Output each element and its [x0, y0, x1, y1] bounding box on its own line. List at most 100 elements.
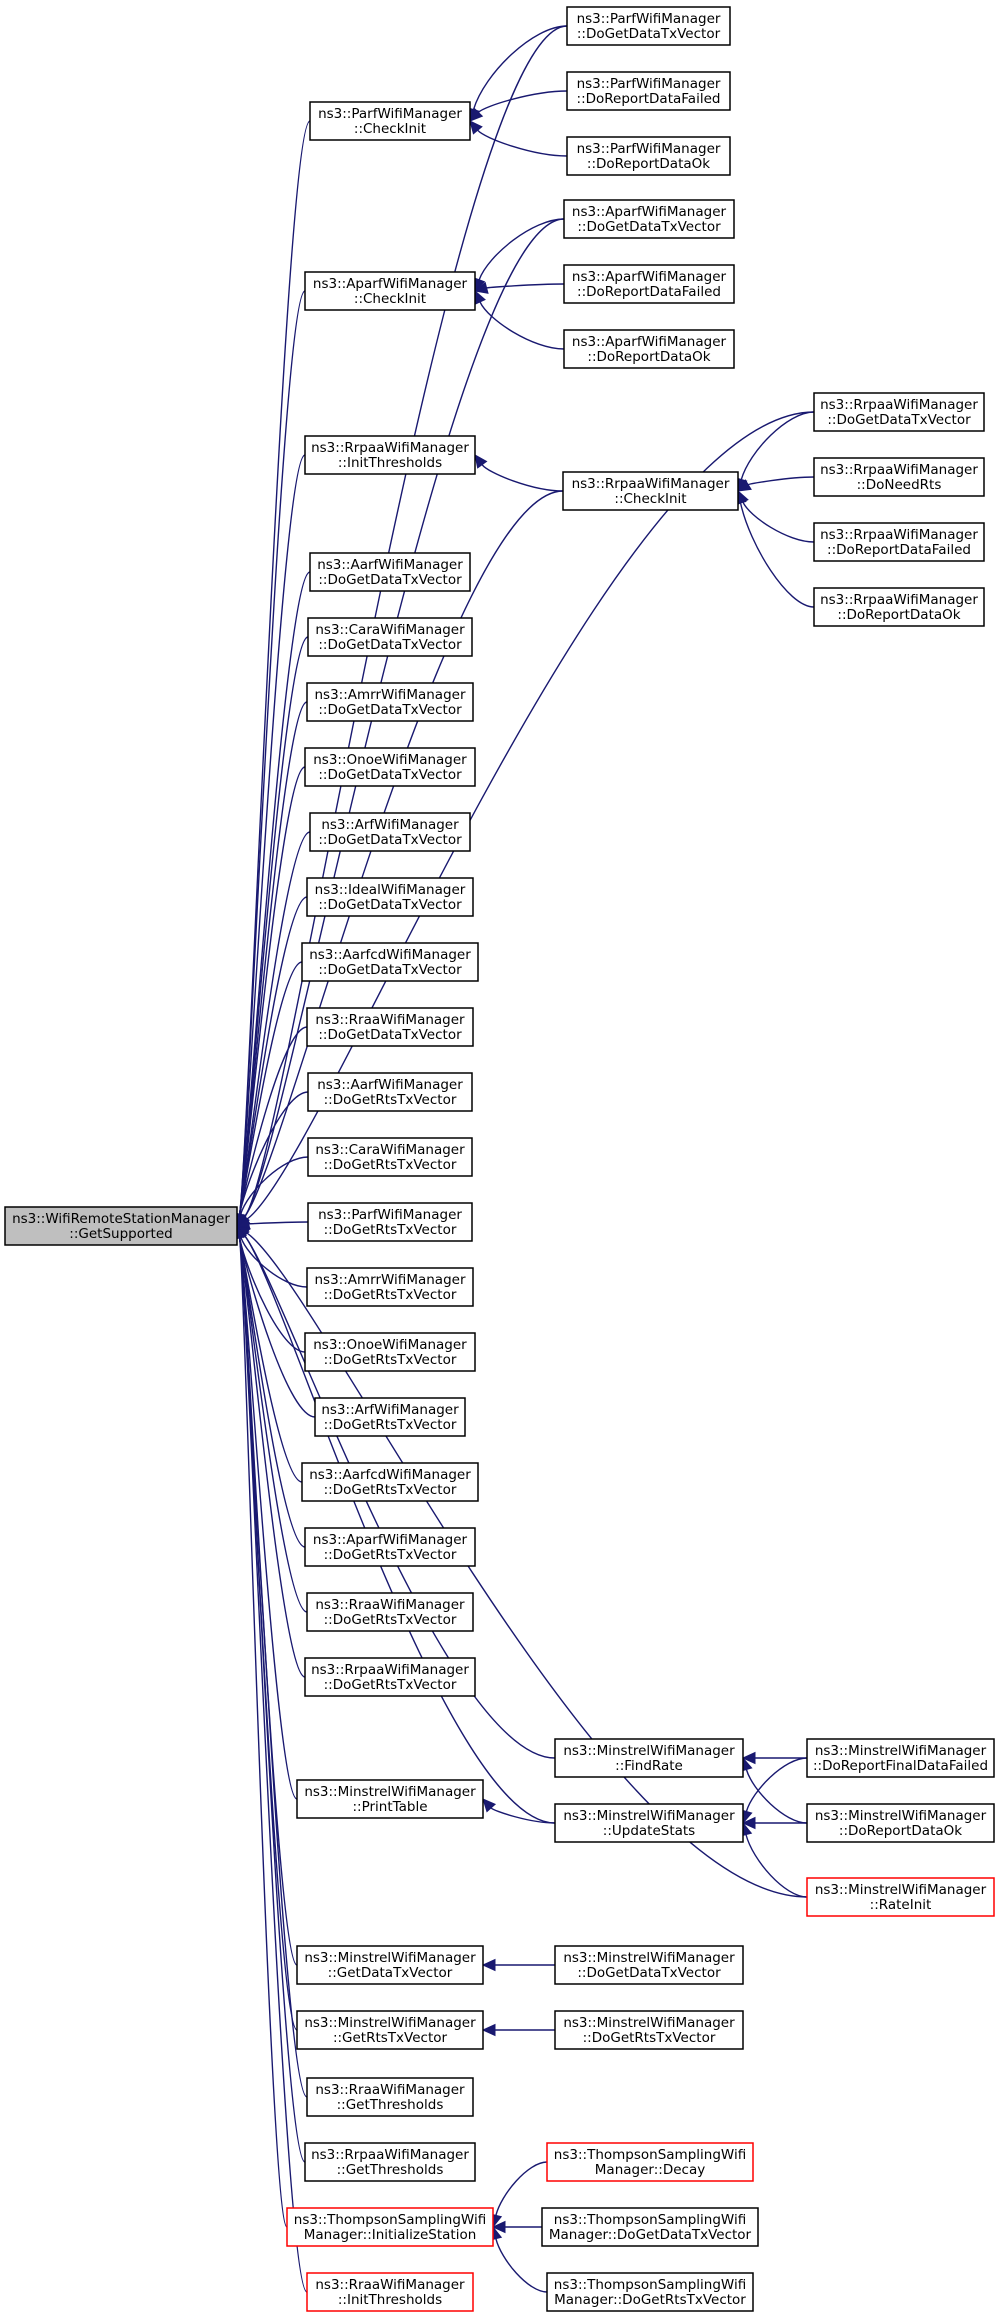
node-root[interactable]: ns3::WifiRemoteStationManager::GetSuppor…: [4, 1206, 238, 1246]
edge-cara-rts-to-root: [234, 1156, 309, 1228]
node-min-rateinit[interactable]: ns3::MinstrelWifiManager::RateInit: [806, 1877, 995, 1917]
node-cara-rts[interactable]: ns3::CaraWifiManager::DoGetRtsTxVector: [307, 1137, 473, 1177]
node-arf-rts[interactable]: ns3::ArfWifiManager::DoGetRtsTxVector: [314, 1397, 466, 1437]
edge-rrpaa-init-to-root: [233, 454, 306, 1228]
edge-parf-getdata-to-parf-check: [467, 25, 568, 123]
node-aarfcd-rts[interactable]: ns3::AarfcdWifiManager::DoGetRtsTxVector: [301, 1462, 479, 1502]
node-rrpaa-check[interactable]: ns3::RrpaaWifiManager::CheckInit: [562, 471, 739, 511]
node-min-finalfailed[interactable]: ns3::MinstrelWifiManager::DoReportFinalD…: [806, 1738, 995, 1778]
node-label-line-2: ::DoReportDataOk: [587, 156, 710, 172]
node-label-line-1: ns3::ThompsonSamplingWifi: [554, 2212, 746, 2228]
node-parf-rts[interactable]: ns3::ParfWifiManager::DoGetRtsTxVector: [307, 1202, 473, 1242]
node-rrpaa-ok[interactable]: ns3::RrpaaWifiManager::DoReportDataOk: [813, 587, 985, 627]
node-arf-data[interactable]: ns3::ArfWifiManager::DoGetDataTxVector: [309, 812, 471, 852]
edge-aparf-failed-to-aparf-check: [473, 281, 565, 294]
nodes-layer: ns3::WifiRemoteStationManager::GetSuppor…: [4, 6, 995, 2312]
node-onoe-rts[interactable]: ns3::OnoeWifiManager::DoGetRtsTxVector: [304, 1332, 476, 1372]
node-label-line-2: ::RateInit: [870, 1897, 932, 1913]
node-label-line-1: ns3::ParfWifiManager: [577, 141, 721, 157]
node-min-dogetdata[interactable]: ns3::MinstrelWifiManager::DoGetDataTxVec…: [554, 1945, 744, 1985]
edge-min-updatestats-to-min-printtable: [482, 1798, 556, 1824]
node-min-getdata[interactable]: ns3::MinstrelWifiManager::GetDataTxVecto…: [296, 1945, 484, 1985]
node-label-line-1: ns3::OnoeWifiManager: [313, 1337, 467, 1353]
node-aparf-failed[interactable]: ns3::AparfWifiManager::DoReportDataFaile…: [563, 264, 735, 304]
node-box: [566, 6, 731, 46]
node-rrpaa-rts[interactable]: ns3::RrpaaWifiManager::DoGetRtsTxVector: [304, 1657, 476, 1697]
node-label-line-1: ns3::RrpaaWifiManager: [311, 1662, 469, 1678]
node-aparf-getdata[interactable]: ns3::AparfWifiManager::DoGetDataTxVector: [563, 199, 735, 239]
arrowhead-icon: [474, 454, 488, 469]
node-rraa-init[interactable]: ns3::RraaWifiManager::InitThresholds: [306, 2272, 474, 2312]
node-aparf-check[interactable]: ns3::AparfWifiManager::CheckInit: [304, 271, 476, 311]
node-aparf-ok[interactable]: ns3::AparfWifiManager::DoReportDataOk: [563, 329, 735, 369]
node-box: [563, 329, 735, 369]
node-parf-getdata[interactable]: ns3::ParfWifiManager::DoGetDataTxVector: [566, 6, 731, 46]
node-ts-init[interactable]: ns3::ThompsonSamplingWifiManager::Initia…: [286, 2207, 494, 2247]
edge-min-reportok-to-min-updatestats: [741, 1816, 807, 1830]
node-label-line-1: ns3::MinstrelWifiManager: [563, 2015, 735, 2031]
edge-parf-check-to-root: [233, 120, 311, 1228]
node-amrr-rts[interactable]: ns3::AmrrWifiManager::DoGetRtsTxVector: [306, 1267, 474, 1307]
node-box: [813, 522, 985, 562]
node-box: [306, 1007, 474, 1047]
node-min-reportok[interactable]: ns3::MinstrelWifiManager::DoReportDataOk: [806, 1803, 995, 1843]
node-aarf-data[interactable]: ns3::AarfWifiManager::DoGetDataTxVector: [309, 552, 471, 592]
node-ts-rts[interactable]: ns3::ThompsonSamplingWifiManager::DoGetR…: [546, 2272, 754, 2312]
node-box: [806, 1877, 995, 1917]
node-min-updatestats[interactable]: ns3::MinstrelWifiManager::UpdateStats: [554, 1803, 744, 1843]
node-box: [554, 1738, 744, 1778]
node-ideal-data[interactable]: ns3::IdealWifiManager::DoGetDataTxVector: [306, 877, 474, 917]
node-onoe-data[interactable]: ns3::OnoeWifiManager::DoGetDataTxVector: [304, 747, 476, 787]
node-label-line-1: ns3::RraaWifiManager: [315, 1597, 465, 1613]
node-rraa-thresh[interactable]: ns3::RraaWifiManager::GetThresholds: [306, 2077, 474, 2117]
node-box: [806, 1803, 995, 1843]
node-box: [813, 392, 985, 432]
node-box: [309, 812, 471, 852]
node-rrpaa-needrts[interactable]: ns3::RrpaaWifiManager::DoNeedRts: [813, 457, 985, 497]
edge-min-finalfailed-to-min-updatestats: [740, 1757, 808, 1825]
node-label-line-2: ::DoGetRtsTxVector: [324, 1612, 457, 1628]
node-label-line-2: ::DoGetRtsTxVector: [324, 1482, 457, 1498]
node-aparf-rts[interactable]: ns3::AparfWifiManager::DoGetRtsTxVector: [304, 1527, 476, 1567]
node-label-line-1: ns3::MinstrelWifiManager: [563, 1743, 735, 1759]
node-rrpaa-getdata[interactable]: ns3::RrpaaWifiManager::DoGetDataTxVector: [813, 392, 985, 432]
node-label-line-2: Manager::InitializeStation: [304, 2227, 477, 2243]
edge-rrpaa-needrts-to-rrpaa-check: [736, 476, 815, 492]
node-min-getrts[interactable]: ns3::MinstrelWifiManager::GetRtsTxVector: [296, 2010, 484, 2050]
node-rraa-data[interactable]: ns3::RraaWifiManager::DoGetDataTxVector: [306, 1007, 474, 1047]
node-box: [286, 2207, 494, 2247]
node-amrr-data[interactable]: ns3::AmrrWifiManager::DoGetDataTxVector: [306, 682, 474, 722]
node-parf-failed[interactable]: ns3::ParfWifiManager::DoReportDataFailed: [566, 71, 731, 111]
node-rrpaa-thresh[interactable]: ns3::RrpaaWifiManager::GetThresholds: [304, 2142, 476, 2182]
node-box: [304, 271, 476, 311]
node-min-printtable[interactable]: ns3::MinstrelWifiManager::PrintTable: [296, 1779, 484, 1819]
node-label-line-2: ::DoGetRtsTxVector: [324, 1157, 457, 1173]
node-box: [554, 1945, 744, 1985]
node-rrpaa-failed[interactable]: ns3::RrpaaWifiManager::DoReportDataFaile…: [813, 522, 985, 562]
node-ts-data[interactable]: ns3::ThompsonSamplingWifiManager::DoGetD…: [541, 2207, 759, 2247]
node-label-line-2: ::DoGetRtsTxVector: [583, 2030, 716, 2046]
node-min-findrate[interactable]: ns3::MinstrelWifiManager::FindRate: [554, 1738, 744, 1778]
node-parf-check[interactable]: ns3::ParfWifiManager::CheckInit: [309, 101, 471, 141]
node-box: [306, 1592, 474, 1632]
node-rraa-rts[interactable]: ns3::RraaWifiManager::DoGetRtsTxVector: [306, 1592, 474, 1632]
node-label-line-1: ns3::ParfWifiManager: [577, 76, 721, 92]
node-label-line-1: ns3::AarfcdWifiManager: [309, 1467, 471, 1483]
node-aarfcd-data[interactable]: ns3::AarfcdWifiManager::DoGetDataTxVecto…: [301, 942, 479, 982]
node-aarf-rts[interactable]: ns3::AarfWifiManager::DoGetRtsTxVector: [307, 1072, 473, 1112]
node-cara-data[interactable]: ns3::CaraWifiManager::DoGetDataTxVector: [307, 617, 473, 657]
arrowhead-icon: [741, 1751, 756, 1765]
node-rrpaa-init[interactable]: ns3::RrpaaWifiManager::InitThresholds: [304, 435, 476, 475]
node-box: [304, 2142, 476, 2182]
node-box: [813, 587, 985, 627]
edge-ts-decay-to-ts-init: [489, 2161, 548, 2229]
node-box: [306, 2077, 474, 2117]
node-box: [304, 1332, 476, 1372]
node-parf-ok[interactable]: ns3::ParfWifiManager::DoReportDataOk: [566, 136, 731, 176]
node-label-line-2: Manager::Decay: [595, 2162, 705, 2178]
node-label-line-1: ns3::AarfWifiManager: [317, 1077, 463, 1093]
node-min-dogetrts[interactable]: ns3::MinstrelWifiManager::DoGetRtsTxVect…: [554, 2010, 744, 2050]
node-label-line-1: ns3::OnoeWifiManager: [313, 752, 467, 768]
node-label-line-2: ::DoGetDataTxVector: [318, 1027, 462, 1043]
